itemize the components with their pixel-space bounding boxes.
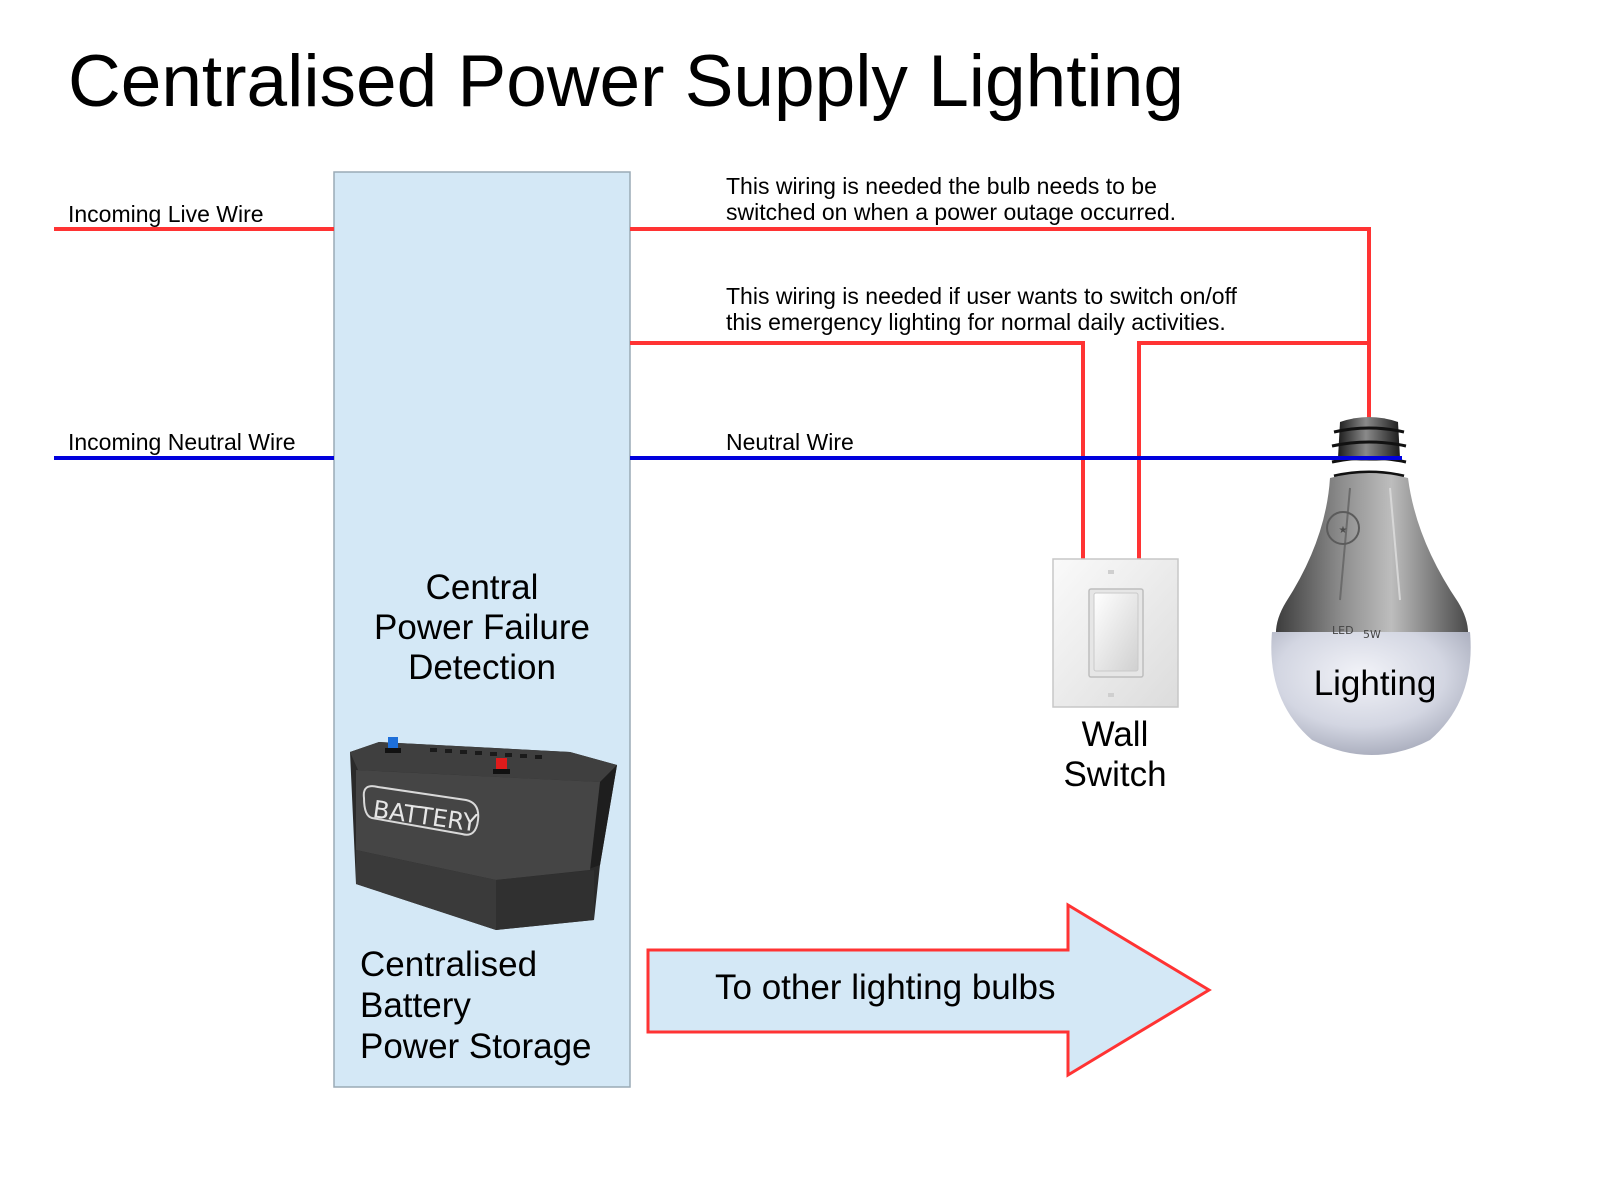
incoming-live-wire-label: Incoming Live Wire	[68, 201, 264, 227]
page-title: Centralised Power Supply Lighting	[68, 41, 1184, 122]
neutral-wire-label: Neutral Wire	[726, 429, 854, 455]
outage-note-line-2: switched on when a power outage occurred…	[726, 199, 1177, 225]
central-unit-line-3: Detection	[408, 648, 556, 687]
outage-wiring-note: This wiring is needed the bulb needs to …	[726, 173, 1176, 225]
bulb-print-model: LED	[1332, 624, 1354, 637]
battery-icon: BATTERY	[350, 737, 617, 930]
central-unit-line-1: Central	[425, 568, 539, 607]
battery-caption-line-1: Centralised	[360, 945, 538, 984]
light-bulb-icon: ★ LED 5W	[1271, 417, 1471, 755]
svg-text:★: ★	[1339, 525, 1348, 536]
switch-wiring-note: This wiring is needed if user wants to s…	[726, 283, 1237, 335]
wall-switch-label: Wall Switch	[1035, 715, 1195, 795]
battery-caption-line-3: Power Storage	[360, 1027, 592, 1066]
arrow-right-icon	[646, 902, 1212, 1078]
incoming-neutral-wire-label: Incoming Neutral Wire	[68, 429, 296, 455]
wall-switch-line-2: Switch	[1063, 755, 1167, 794]
outage-note-line-1: This wiring is needed the bulb needs to …	[726, 173, 1157, 199]
bulb-print-wattage: 5W	[1363, 628, 1381, 641]
battery-caption-line-2: Battery	[360, 986, 471, 1025]
central-unit-label: Central Power Failure Detection	[334, 568, 630, 688]
battery-caption: Centralised Battery Power Storage	[360, 944, 592, 1067]
switch-note-line-2: this emergency lighting for normal daily…	[726, 309, 1226, 335]
central-unit-box	[333, 171, 631, 1088]
switch-feed-wire	[630, 341, 1085, 563]
arrow-label: To other lighting bulbs	[715, 968, 1056, 1007]
outage-live-wire	[630, 227, 1371, 418]
central-unit-line-2: Power Failure	[374, 608, 590, 647]
wall-switch-line-1: Wall	[1081, 715, 1149, 754]
wall-switch-icon	[1052, 558, 1179, 708]
switch-note-line-1: This wiring is needed if user wants to s…	[726, 283, 1237, 309]
switch-return-wire	[1137, 341, 1369, 563]
lighting-label: Lighting	[1313, 664, 1437, 703]
